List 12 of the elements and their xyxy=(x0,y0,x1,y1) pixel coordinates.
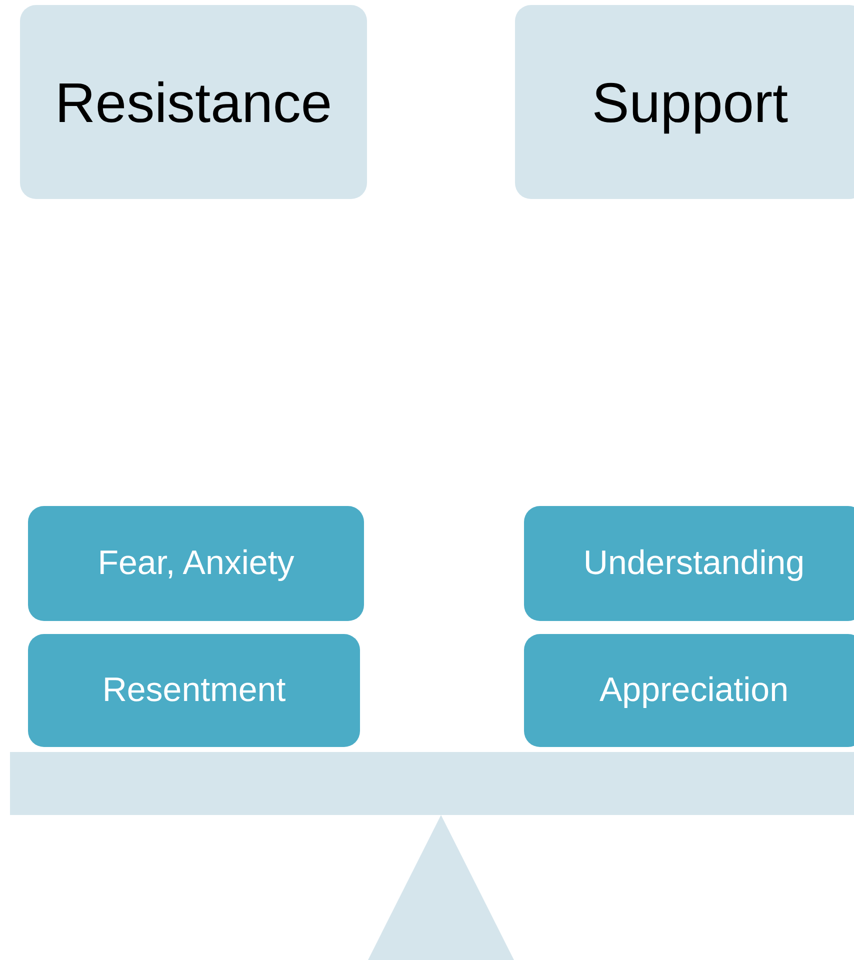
factor-box xyxy=(524,506,854,621)
box-label: Support xyxy=(592,70,788,134)
box-label: Fear, Anxiety xyxy=(98,544,294,583)
factor-box xyxy=(524,634,854,747)
box-label: Understanding xyxy=(583,544,805,583)
factor-box xyxy=(28,506,364,621)
box-label: Appreciation xyxy=(599,671,788,710)
heading-box xyxy=(515,5,854,199)
box-label: Resistance xyxy=(54,70,332,134)
heading-box xyxy=(20,5,367,199)
factor-box xyxy=(28,634,360,747)
box-label: Resentment xyxy=(102,671,286,710)
